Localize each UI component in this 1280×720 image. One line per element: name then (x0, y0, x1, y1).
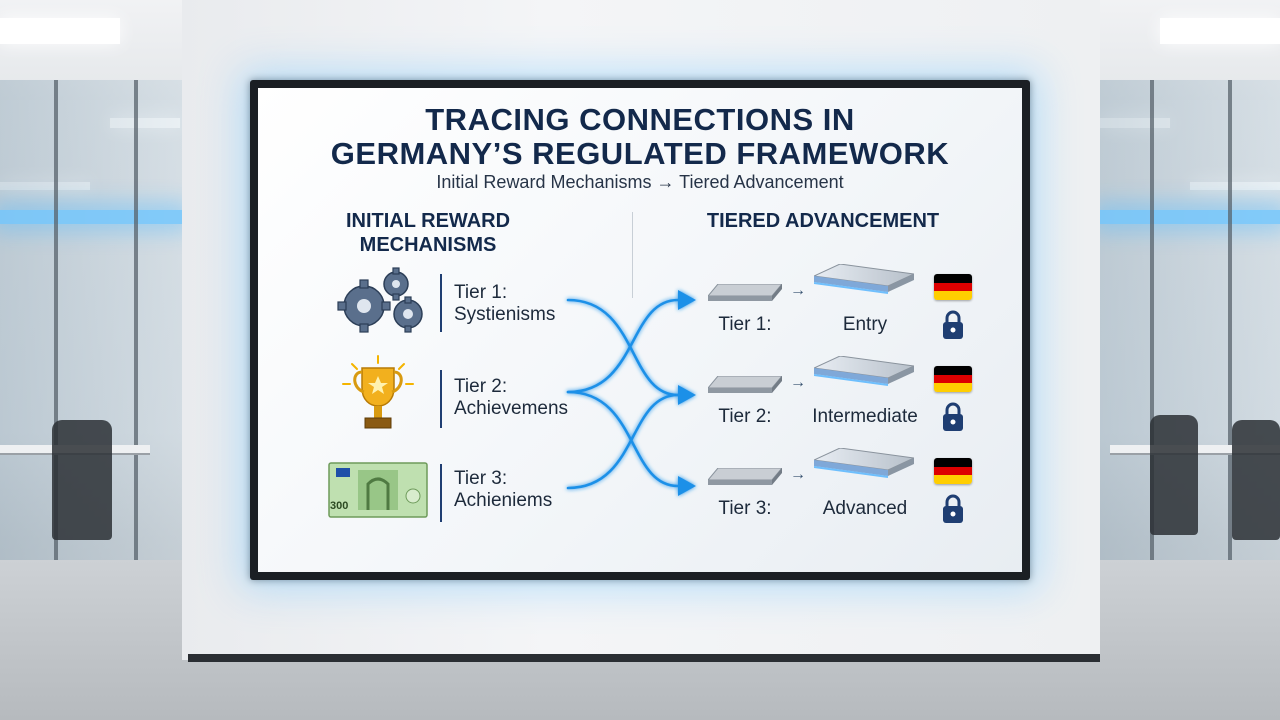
banknote-value: 300 (330, 500, 349, 512)
advancement-tier-1-label: Tier 1: (718, 314, 772, 335)
item-divider (440, 464, 442, 522)
ceiling-light (1100, 118, 1170, 128)
glass-mullion (134, 80, 138, 560)
ceiling-light (110, 118, 180, 128)
advancement-tier-3-label: Tier 3: (718, 498, 772, 519)
euro-banknote-icon: 300 (328, 462, 428, 518)
advancement-tier-2-name: Intermediate (812, 406, 918, 427)
flow-line-2-to-3 (566, 390, 680, 488)
flow-arrowhead-1 (678, 290, 696, 310)
reward-tier-1-name: Systienisms (454, 304, 556, 325)
advancement-tier-3-name: Advanced (822, 498, 908, 519)
tier-arrow-icon: → (790, 466, 806, 483)
flow-line-3-to-2 (566, 393, 680, 490)
gears-icon (337, 267, 423, 333)
slide-title-line-1: TRACING CONNECTIONS IN (425, 102, 855, 137)
flow-arrows (566, 290, 696, 496)
tier-arrow-icon: → (790, 282, 806, 299)
office-chair (1150, 415, 1198, 535)
reward-tier-2-label: Tier 2: (454, 376, 508, 397)
tier-plate-small (706, 283, 784, 302)
lock-icon (941, 310, 965, 340)
slide-subtitle: Initial Reward Mechanisms → Tiered Advan… (436, 172, 844, 192)
reward-tier-3-label: Tier 3: (454, 468, 508, 489)
tier-plate-large (812, 447, 916, 478)
germany-flag-icon (934, 274, 972, 300)
ceiling-light (0, 182, 90, 190)
glass-mullion (1150, 80, 1154, 560)
reward-tier-2-name: Achievemens (454, 398, 569, 419)
advancement-tier-2-label: Tier 2: (718, 406, 772, 427)
ceiling-light (1190, 182, 1280, 190)
lock-icon (941, 402, 965, 432)
advancement-tier-1-name: Entry (842, 314, 888, 335)
germany-flag-icon (934, 458, 972, 484)
slide-screen: TRACING CONNECTIONS IN GERMANY’S REGULAT… (258, 88, 1022, 572)
flow-line-2-to-1 (566, 298, 680, 394)
item-divider (440, 370, 442, 428)
tier-plate-small (706, 467, 784, 486)
flow-arrowhead-2 (678, 385, 696, 405)
item-divider (440, 274, 442, 332)
germany-flag-icon (934, 366, 972, 392)
lock-icon (941, 494, 965, 524)
left-heading-line-2: MECHANISMS (359, 234, 497, 256)
column-divider (632, 212, 633, 298)
tier-plate-large (812, 355, 916, 386)
office-chair (1232, 420, 1280, 540)
reward-tier-1-label: Tier 1: (454, 282, 508, 303)
ceiling-light (0, 18, 120, 44)
flow-line-1-to-2 (566, 298, 680, 397)
tier-plate-large (812, 263, 916, 294)
ceiling-light (1160, 18, 1280, 44)
blue-light-strip (0, 210, 182, 224)
glass-mullion (1228, 80, 1232, 560)
right-heading: TIERED ADVANCEMENT (706, 210, 940, 232)
flow-arrowhead-3 (678, 476, 696, 496)
office-chair (52, 420, 112, 540)
left-heading-line-1: INITIAL REWARD (345, 210, 511, 232)
slide-title-line-2: GERMANY’S REGULATED FRAMEWORK (330, 136, 950, 171)
trophy-icon (342, 355, 414, 429)
reward-tier-3-name: Achieniems (454, 490, 553, 511)
blue-light-strip (1100, 210, 1280, 224)
tier-plate-small (706, 375, 784, 394)
tier-arrow-icon: → (790, 374, 806, 391)
wall-base-trim (188, 654, 1100, 662)
glass-mullion (54, 80, 58, 560)
